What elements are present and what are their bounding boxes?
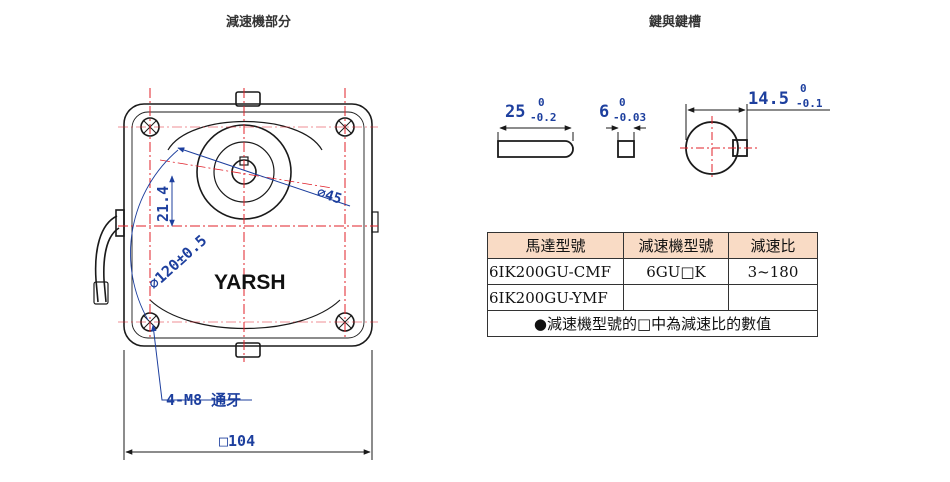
key-width-value: 6 xyxy=(599,102,609,122)
motor-cable xyxy=(94,215,118,303)
keyway-value: 14.5 xyxy=(748,89,789,109)
gearbox-section-title: 減速機部分 xyxy=(226,15,292,30)
cell-gearbox-model xyxy=(623,284,729,311)
table-row: 6IK200GU-CMF 6GU□K 3~180 xyxy=(487,258,818,285)
header-motor-model: 馬達型號 xyxy=(487,232,624,259)
side-connector xyxy=(115,209,125,237)
mount-hole-dimension: 4-M8 通牙 xyxy=(166,391,241,409)
gearbox-housing xyxy=(123,103,373,347)
cell-motor-model: 6IK200GU-YMF xyxy=(487,284,624,311)
square-dimension: □104 xyxy=(219,432,255,450)
key-length-tol-upper: 0 xyxy=(538,96,545,109)
cell-ratio: 3~180 xyxy=(728,258,818,285)
shaft-boss-dimension: ⌀45 xyxy=(315,185,344,208)
key-width-tol-upper: 0 xyxy=(619,96,626,109)
table-note-row: ●減速機型號的□中為減速比的數值 xyxy=(487,310,818,337)
top-tab xyxy=(235,91,261,107)
brand-label: YARSH xyxy=(214,271,286,294)
shaft-keyway-view xyxy=(685,104,830,175)
pitch-circle-dimension: ⌀120±0.5 xyxy=(145,231,211,293)
key-section-title: 鍵與鍵槽 xyxy=(649,15,702,30)
key-length-tol-lower: -0.2 xyxy=(530,111,557,124)
cell-gearbox-model: 6GU□K xyxy=(623,258,729,285)
model-spec-table: 馬達型號 減速機型號 減速比 6IK200GU-CMF 6GU□K 3~180 … xyxy=(487,232,818,337)
housing-inner-face xyxy=(131,111,365,339)
table-row: 6IK200GU-YMF xyxy=(487,284,818,311)
keyway-tol-upper: 0 xyxy=(800,82,807,95)
cable-end xyxy=(93,281,109,305)
keyway-tol-lower: -0.1 xyxy=(796,97,823,110)
pitch-circle-arc xyxy=(130,149,179,321)
center-lines xyxy=(118,88,378,362)
lower-shoulder xyxy=(149,299,341,329)
header-gearbox-model: 減速機型號 xyxy=(623,232,729,259)
key-side-view xyxy=(497,125,574,158)
bottom-tab xyxy=(235,342,261,358)
key-width-tol-lower: -0.03 xyxy=(613,111,646,124)
boss-shoulder xyxy=(167,121,323,151)
gearbox-dimension-lines xyxy=(123,147,373,460)
header-ratio: 減速比 xyxy=(728,232,818,259)
gearbox-front-view xyxy=(93,91,379,358)
cell-ratio xyxy=(728,284,818,311)
cell-motor-model: 6IK200GU-CMF xyxy=(487,258,624,285)
table-note: ●減速機型號的□中為減速比的數值 xyxy=(487,310,818,337)
keyway-center-lines xyxy=(680,116,760,180)
key-length-value: 25 xyxy=(505,102,525,122)
table-header-row: 馬達型號 減速機型號 減速比 xyxy=(487,232,818,259)
right-side-bump xyxy=(371,211,379,233)
key-end-view xyxy=(606,125,646,158)
height-dimension: 21.4 xyxy=(154,186,172,222)
motor-cable-2 xyxy=(103,227,120,303)
